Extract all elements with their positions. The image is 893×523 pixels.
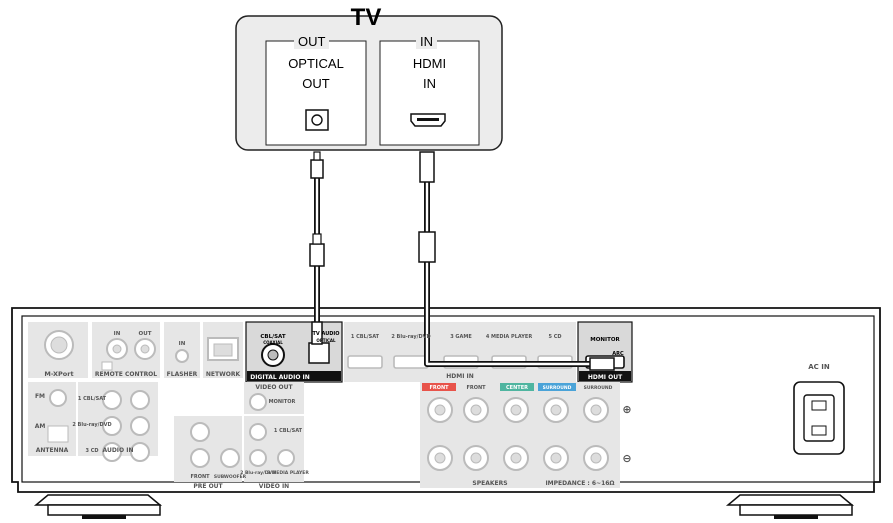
label-audio-in: AUDIO IN xyxy=(103,447,134,454)
label-hdmi-2: 2 Blu-ray/DVD xyxy=(391,334,430,340)
label-rc-out: OUT xyxy=(139,331,152,337)
optical-out-port-icon xyxy=(305,109,329,131)
label-ac-in: AC IN xyxy=(808,363,830,371)
label-hdmi-4: 4 MEDIA PLAYER xyxy=(486,334,533,340)
tv-title: TV xyxy=(350,4,382,31)
label-flasher-in: IN xyxy=(179,341,186,347)
label-remote-control: REMOTE CONTROL xyxy=(95,371,157,378)
label-antenna: ANTENNA xyxy=(36,447,69,454)
label-digital-audio-in: DIGITAL AUDIO IN xyxy=(250,374,310,381)
label-coaxial: COAXIAL xyxy=(263,340,283,345)
label-fm: FM xyxy=(35,393,45,400)
label-hdmi-3: 3 GAME xyxy=(450,334,472,340)
label-video-monitor: MONITOR xyxy=(269,399,296,405)
label-video-out: VIDEO OUT xyxy=(255,384,293,391)
label-ai-1: 1 CBL/SAT xyxy=(78,396,107,402)
hdmi-cable xyxy=(418,151,615,371)
receiver-labels: M-XPort IN OUT REMOTE CONTROL IN FLASHER NETWO… xyxy=(35,331,830,490)
label-vi-1: 1 CBL/SAT xyxy=(274,428,303,434)
label-impedance: IMPEDANCE : 6~16Ω xyxy=(545,480,614,487)
av-receiver xyxy=(11,307,881,519)
label-m-xport: M-XPort xyxy=(44,370,73,378)
tv-in-group-label: IN xyxy=(416,34,437,49)
label-ai-3: 3 CD xyxy=(85,448,98,454)
label-sp-front: FRONT xyxy=(429,385,449,391)
label-front: FRONT xyxy=(190,474,210,480)
tv-unit xyxy=(235,15,503,151)
label-tv-audio: TV AUDIO xyxy=(312,331,339,337)
label-flasher: FLASHER xyxy=(167,371,198,378)
label-speakers: SPEAKERS xyxy=(472,480,507,487)
label-network: NETWORK xyxy=(206,371,241,378)
label-ai-2: 2 Blu-ray/DVD xyxy=(72,422,111,428)
label-sp-front2: FRONT xyxy=(466,385,486,391)
label-am: AM xyxy=(35,423,46,430)
optical-cable xyxy=(309,151,325,345)
label-plus: ⊕ xyxy=(622,403,631,416)
label-video-in: VIDEO IN xyxy=(259,483,289,490)
label-sp-center: CENTER xyxy=(506,385,528,391)
label-optical: OPTICAL xyxy=(316,338,336,343)
label-monitor: MONITOR xyxy=(590,337,620,343)
label-hdmi-out: HDMI OUT xyxy=(588,374,623,381)
label-minus: ⊖ xyxy=(622,452,631,465)
label-hdmi-5: 5 CD xyxy=(548,334,561,340)
label-cbl-sat-coaxial: CBL/SAT xyxy=(260,334,286,340)
label-sp-surround2: SURROUND xyxy=(584,385,613,391)
label-hdmi-1: 1 CBL/SAT xyxy=(351,334,380,340)
optical-out-label: OPTICAL OUT xyxy=(288,56,344,91)
label-pre-out: PRE OUT xyxy=(193,483,223,490)
hdmi-in-label: HDMI IN xyxy=(412,56,447,91)
label-hdmi-in: HDMI IN xyxy=(446,373,474,380)
label-arc: ARC xyxy=(612,351,624,357)
label-vi-3: 3 MEDIA PLAYER xyxy=(267,470,309,476)
label-subwoofer: SUBWOOFER xyxy=(214,474,247,480)
label-vi-2: 2 Blu-ray/DVD xyxy=(240,470,276,476)
hdmi-in-port-icon xyxy=(410,113,446,127)
label-rc-in: IN xyxy=(114,331,121,337)
label-sp-surround: SURROUND xyxy=(543,385,572,391)
tv-out-group-label: OUT xyxy=(294,34,330,49)
